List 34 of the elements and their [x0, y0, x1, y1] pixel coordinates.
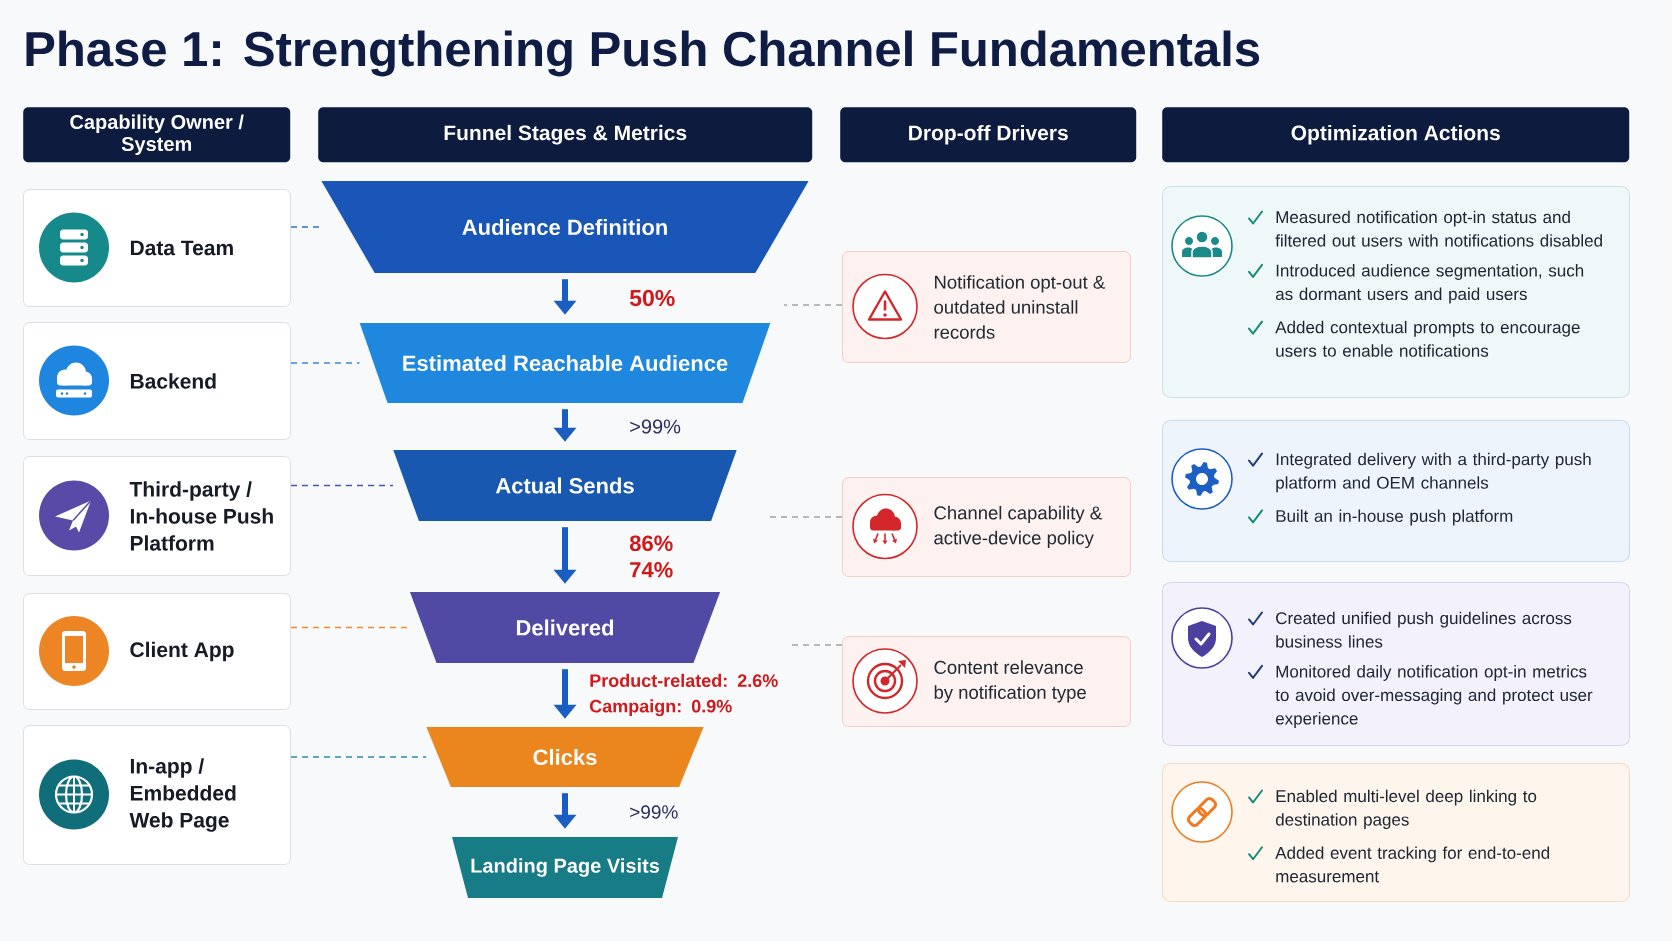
bullet-text: Monitored daily notification opt-in metrics to avoid over-messaging and protect user experience	[1275, 665, 1593, 728]
dashed-line	[783, 304, 843, 306]
funnel-stage: Clicks	[426, 727, 704, 787]
dashed-line	[290, 226, 322, 228]
bullet-text: Created unified push guidelines across business lines	[1276, 611, 1572, 648]
funnel-stage: Estimated Reachable Audience	[359, 323, 771, 403]
dashed-line	[290, 756, 427, 758]
funnel-stage: Actual Sends	[393, 450, 737, 521]
column-header: Capability Owner / System	[23, 107, 291, 163]
edge-label: 50%	[629, 289, 675, 307]
edge-label: 86% 74%	[629, 535, 673, 578]
bullet-text: Added contextual prompts to encourage users to enable notifications	[1275, 320, 1580, 357]
bullet-text: Introduced audience segmentation, such as dormant users and paid users	[1275, 264, 1584, 304]
driver-card: Notification opt-out & outdated uninstall records	[842, 251, 1131, 363]
column-header: Funnel Stages & Metrics	[318, 107, 813, 163]
dashed-line	[290, 362, 361, 364]
funnel-stage: Delivered	[409, 592, 721, 663]
edge-label: Product-related: 2.6% Campaign: 0.9%	[589, 673, 778, 717]
funnel-stage: Audience Definition	[321, 181, 809, 273]
edge-label: >99%	[630, 805, 678, 819]
column-header: Optimization Actions	[1162, 107, 1630, 163]
bullet-text: Integrated delivery with a third-party push platform and OEM channels	[1276, 452, 1591, 493]
bullet-text: Built an in-house push platform	[1276, 509, 1513, 526]
edge-label: >99%	[630, 419, 681, 434]
dashed-line	[791, 644, 843, 646]
column-header: Drop-off Drivers	[840, 107, 1137, 163]
bullet-text: Added event tracking for end-to-end measurement	[1275, 846, 1550, 883]
dashed-line	[767, 516, 843, 518]
title: Phase 1: Strengthening Push Channel Fundamentals	[26, 30, 1260, 77]
dashed-line	[290, 484, 394, 487]
bullet-text: Enabled multi-level deep linking to destination pages	[1275, 789, 1537, 830]
owner-card: In-app / Embedded Web Page	[23, 725, 291, 865]
bullet-text: Measured notification opt-in status and filtered out users with notifications disabled	[1275, 210, 1602, 247]
funnel-stage: Landing Page Visits	[452, 837, 678, 898]
